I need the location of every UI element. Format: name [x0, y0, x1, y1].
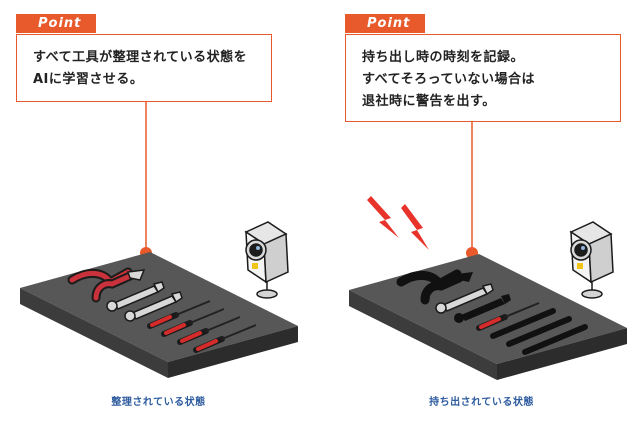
- screwdriver-icon: [193, 324, 257, 353]
- tool-tray-illustration: [349, 122, 627, 380]
- lightning-bolts-icon: [367, 196, 429, 250]
- screwdriver-icon: [177, 316, 241, 345]
- caption-taken-out: 持ち出されている状態: [429, 397, 534, 408]
- screwdriver-icon: [476, 302, 540, 331]
- point-tag: Point: [16, 14, 96, 33]
- point-tag: Point: [345, 14, 425, 33]
- screwdriver-icon: [147, 300, 211, 329]
- callout-line: 退社時に警告を出す。: [362, 94, 496, 109]
- callout-line: AIに学習させる。: [33, 72, 144, 87]
- wrench-icon: [435, 283, 494, 314]
- point-callout-box: 持ち出し時の時刻を記録。 すべてそろっていない場合は 退社時に警告を出す。: [345, 34, 621, 122]
- security-camera-icon: [569, 221, 614, 299]
- tool-tray-illustration: [20, 102, 298, 378]
- security-camera-icon: [244, 221, 289, 299]
- pliers-slot-icon: [396, 269, 473, 305]
- callout-line: すべて工具が整理されている状態を: [33, 50, 248, 65]
- wrench-icon: [106, 281, 165, 312]
- callout-line: すべてそろっていない場合は: [362, 72, 536, 87]
- left-panel: Point すべて工具が整理されている状態を AIに学習させる。 整理されている…: [16, 14, 298, 408]
- point-callout-box: すべて工具が整理されている状態を AIに学習させる。: [16, 34, 272, 102]
- screwdriver-icon: [161, 308, 225, 337]
- pliers-icon: [67, 267, 146, 303]
- right-panel: Point 持ち出し時の時刻を記録。 すべてそろっていない場合は 退社時に警告を…: [321, 0, 642, 434]
- callout-line: 持ち出し時の時刻を記録。: [362, 50, 525, 65]
- wrench-icon: [124, 291, 183, 322]
- screwdriver-slot-icon: [490, 308, 588, 355]
- wrench-slot-icon: [454, 294, 511, 323]
- caption-organized: 整理されている状態: [111, 397, 206, 408]
